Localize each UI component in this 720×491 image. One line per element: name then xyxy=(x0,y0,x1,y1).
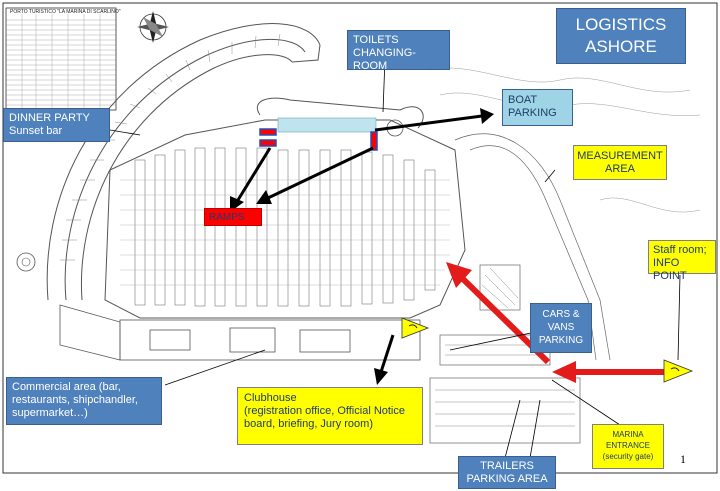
dinner-party-line-2: Sunset bar xyxy=(9,125,63,137)
dinner-party-line-1: DINNER PARTY xyxy=(9,112,90,124)
commercial-line-3: supermarket…) xyxy=(12,407,88,419)
measurement-line-2: AREA xyxy=(605,163,635,175)
trailers-line-2: PARKING AREA xyxy=(466,473,548,485)
label-commercial-area: Commercial area (bar, restaurants, shipc… xyxy=(6,377,162,425)
label-boat-parking: BOAT PARKING xyxy=(502,89,573,126)
marina-entrance-line-3: (security gate) xyxy=(602,452,654,461)
marina-basin xyxy=(104,119,466,319)
measurement-line-1: MEASUREMENT xyxy=(577,150,663,162)
commercial-line-1: Commercial area (bar, xyxy=(12,381,121,393)
title-line-1: LOGISTICS xyxy=(575,15,667,34)
boat-parking-zone xyxy=(277,117,377,133)
label-ramps: RAMPS xyxy=(204,208,262,226)
staff-room-line-2: INFO POINT xyxy=(653,257,687,282)
label-measurement-area: MEASUREMENT AREA xyxy=(573,145,667,180)
label-toilets: TOILETS CHANGING-ROOM xyxy=(347,30,450,72)
title-line-2: ASHORE xyxy=(585,37,657,56)
quay-buildings xyxy=(59,304,421,361)
staff-room-line-1: Staff room; xyxy=(653,244,707,256)
label-staff-room: Staff room; INFO POINT xyxy=(648,240,716,282)
map-frame xyxy=(2,2,718,474)
trailers-line-1: TRAILERS xyxy=(480,460,534,472)
boat-parking-line-2: PARKING xyxy=(508,107,557,119)
ramp-marker-2 xyxy=(259,139,277,147)
boat-parking-line-1: BOAT xyxy=(508,94,538,106)
marina-entrance-line-1: MARINA xyxy=(612,430,644,439)
cars-vans-line-2: VANS xyxy=(547,322,575,333)
marina-entrance-line-2: ENTRANCE xyxy=(605,441,650,450)
parking-layout xyxy=(429,133,611,444)
cars-vans-line-3: PARKING xyxy=(538,335,584,346)
roundabout xyxy=(16,252,36,272)
clubhouse-line-1: Clubhouse xyxy=(244,392,297,404)
title-logistics-ashore: LOGISTICS ASHORE xyxy=(556,8,686,64)
compass-rose-icon xyxy=(137,11,169,43)
ramp-marker-3 xyxy=(370,131,378,151)
label-marina-entrance: MARINA ENTRANCE (security gate) xyxy=(592,424,664,469)
clubhouse-line-3: board, briefing, Jury room) xyxy=(244,418,373,430)
berth-table-title: PORTO TURISTICO "LA MARINA DI SCARLINO" xyxy=(10,9,121,15)
pontoons xyxy=(134,147,436,307)
ramps-text: RAMPS xyxy=(209,212,245,223)
berth-table xyxy=(5,7,117,111)
commercial-line-2: restaurants, shipchandler, xyxy=(12,394,138,406)
cars-vans-line-1: CARS & xyxy=(542,309,580,320)
clubhouse-line-2: (registration office, Official Notice xyxy=(244,405,405,417)
label-cars-vans-parking: CARS & VANS PARKING xyxy=(530,303,592,353)
label-dinner-party: DINNER PARTY Sunset bar xyxy=(3,108,110,142)
flag-marker-icon xyxy=(401,317,694,383)
page-number: 1 xyxy=(680,452,686,466)
toilets-line-1: TOILETS xyxy=(353,34,399,46)
label-trailers-parking: TRAILERS PARKING AREA xyxy=(458,456,556,489)
toilets-line-2: CHANGING-ROOM xyxy=(353,47,416,72)
ramp-marker-1 xyxy=(259,128,277,136)
label-clubhouse: Clubhouse (registration office, Official… xyxy=(237,387,423,445)
